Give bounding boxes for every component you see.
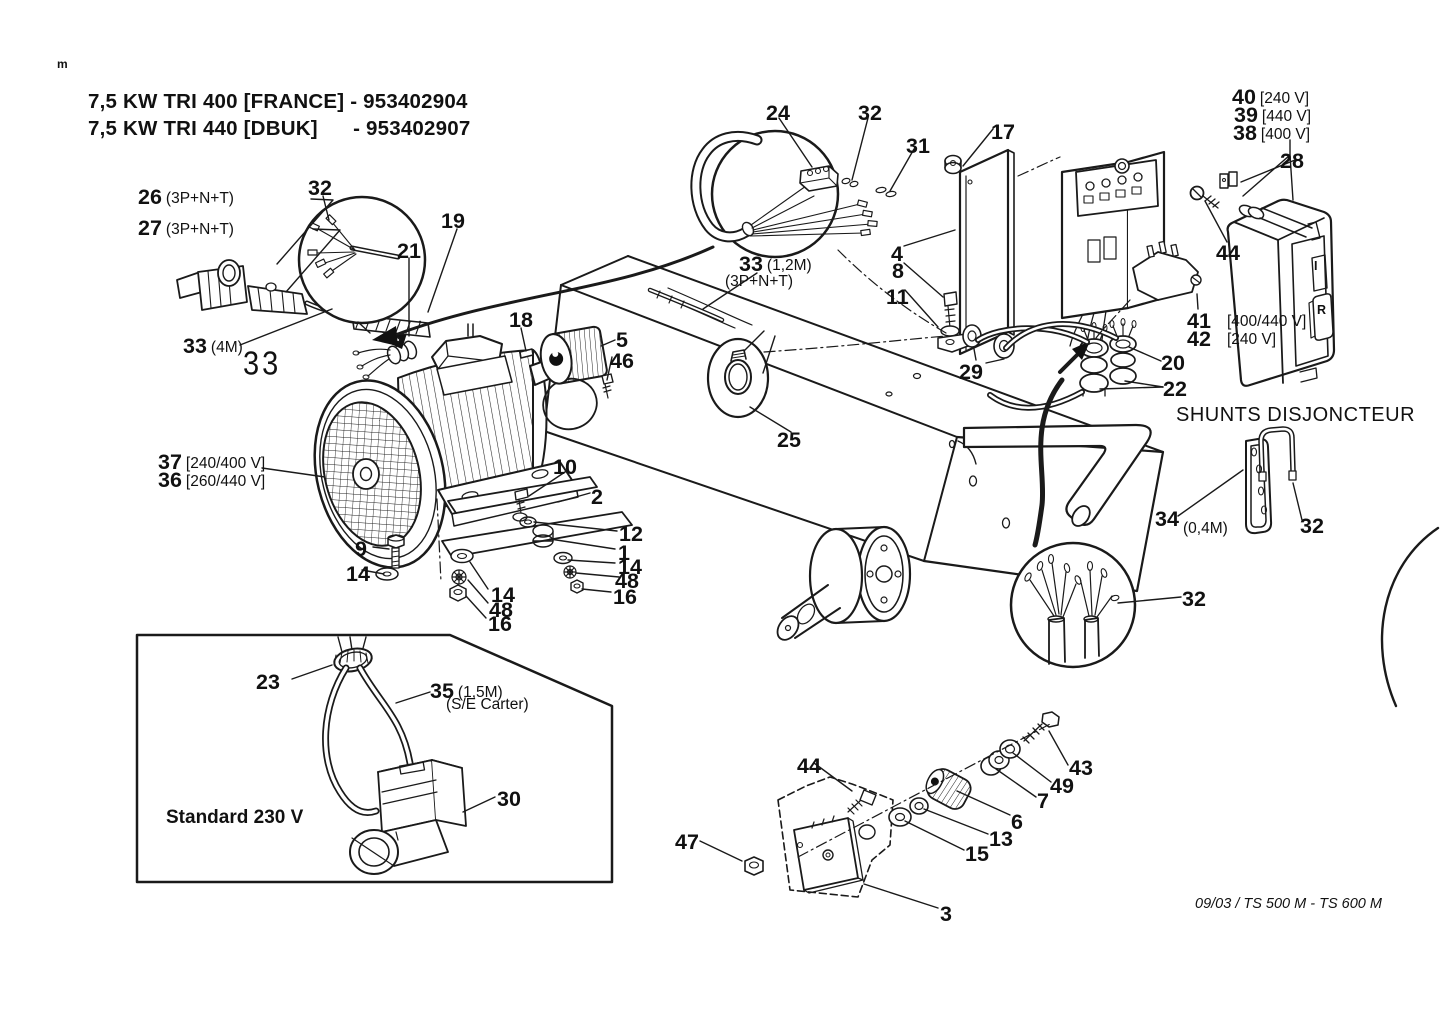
footer-09-03-ts-500-m-ts-600-m-70: 09/03 / TS 500 M - TS 600 M — [1195, 896, 1382, 912]
pulley — [539, 325, 614, 431]
cable-33-tank — [647, 287, 725, 323]
heading-shunts-disjoncteur-51: SHUNTS DISJONCTEUR — [1176, 404, 1416, 426]
callout-44-42: 44 — [1216, 241, 1240, 265]
callout-1-20: 1 — [618, 541, 630, 565]
callout-32-55: 32 — [1182, 587, 1206, 611]
callout-17-30: 17 — [991, 120, 1015, 144]
callout-14-16: 14 — [346, 562, 370, 586]
callout-39-39: 39[440 V] — [1234, 103, 1312, 127]
note-240-v-46: [240 V] — [1227, 331, 1277, 348]
callout-40-38: 40[240 V] — [1232, 85, 1310, 109]
callout-32-54: 32 — [1300, 514, 1324, 538]
callout-44-61: 44 — [797, 754, 821, 778]
thermal-relay — [1132, 240, 1202, 301]
caption-standard-230-v-60: Standard 230 V — [166, 807, 304, 828]
callout-36-14: 36[260/440 V] — [158, 468, 266, 492]
wheel-hub — [776, 525, 912, 641]
callout-37-13: 37[240/400 V] — [158, 450, 266, 474]
tank-handle — [962, 423, 1152, 527]
callout-9-15: 9 — [355, 537, 367, 561]
callout-48-22: 48 — [615, 569, 639, 593]
callout-28-41: 28 — [1280, 149, 1304, 173]
callout-25-36: 25 — [777, 428, 801, 452]
callout-6-65: 6 — [1011, 810, 1023, 834]
callout-20-49: 20 — [1161, 351, 1185, 375]
title-7-5-kw-tri-400-france-953402904-1: 7,5 KW TRI 400 [FRANCE] - 953402904 — [88, 90, 468, 113]
callout-29-37: 29 — [959, 360, 983, 384]
wire-detail-circle-bottom — [1009, 541, 1137, 669]
callout-7-64: 7 — [1037, 789, 1049, 813]
callout-16-26: 16 — [488, 612, 512, 636]
note-3p-n-t-35: (3P+N+T) — [725, 273, 794, 290]
callout-19-6: 19 — [441, 209, 465, 233]
callout-12-19: 12 — [619, 522, 643, 546]
breaker-box — [1226, 198, 1336, 387]
callout-3-69: 3 — [940, 902, 952, 926]
callout-46-10: 46 — [610, 349, 634, 373]
callout-33-11: 33(4M) — [183, 334, 243, 358]
switch-r-48: R — [1317, 303, 1327, 317]
wire-detail-circle-left — [297, 195, 427, 334]
drain-gland-exploded — [744, 711, 1060, 898]
mount-hardware — [375, 534, 474, 602]
clamp-detail-circle — [706, 330, 776, 419]
callout-22-50: 22 — [1163, 377, 1187, 401]
callout-13-66: 13 — [989, 827, 1013, 851]
callout-48-25: 48 — [489, 598, 513, 622]
callout-30-59: 30 — [497, 787, 521, 811]
callout-2-18: 2 — [591, 485, 603, 509]
callout-34-52: 34 — [1155, 507, 1179, 531]
callout-21-7: 21 — [397, 239, 421, 263]
callout-47-68: 47 — [675, 830, 699, 854]
callout-32-5: 32 — [308, 176, 332, 200]
callout-35-57: 35(1,5M) — [430, 679, 503, 703]
note-0-4m-53: (0,4M) — [1183, 520, 1228, 537]
callout-16-23: 16 — [613, 585, 637, 609]
callout-27-4: 27(3P+N+T) — [138, 216, 234, 240]
note-400-440-v-45: [400/440 V] — [1227, 313, 1307, 330]
callout-4-31: 4 — [891, 242, 903, 266]
note-s-e-carter-58: (S/E Carter) — [446, 696, 529, 713]
hand-33-12: 33 — [243, 345, 282, 383]
callout-49-63: 49 — [1050, 774, 1074, 798]
shunt-wires — [1245, 426, 1297, 535]
route-lines — [436, 156, 1131, 583]
callout-10-17: 10 — [553, 455, 577, 479]
leader-lines — [239, 117, 1303, 909]
callout-24-27: 24 — [766, 101, 790, 125]
callout-11-33: 11 — [886, 285, 909, 309]
screw-44-top — [1189, 185, 1220, 209]
title-7-5-kw-tri-440-dbuk-953402907-2: 7,5 KW TRI 440 [DBUK] - 953402907 — [88, 117, 471, 140]
callout-31-29: 31 — [906, 134, 930, 158]
mark-m-0: m — [57, 57, 68, 71]
wire-detail-circle-top — [690, 129, 897, 259]
callout-14-21: 14 — [618, 555, 642, 579]
switch-i-47: I — [1314, 259, 1318, 273]
clip-28 — [1219, 171, 1238, 189]
callout-8-32: 8 — [892, 259, 904, 283]
callout-14-24: 14 — [491, 583, 515, 607]
callout-41-43: 41 — [1187, 309, 1211, 333]
base-plates — [441, 476, 633, 594]
callout-33-34: 33(1,2M) — [739, 252, 812, 276]
cable-sweep-curve — [396, 245, 715, 336]
callout-42-44: 42 — [1187, 327, 1211, 351]
callout-23-56: 23 — [256, 670, 280, 694]
callout-43-62: 43 — [1069, 756, 1093, 780]
inset-box — [135, 633, 614, 884]
callout-15-67: 15 — [965, 842, 989, 866]
callout-38-40: 38[400 V] — [1233, 121, 1311, 145]
callout-18-8: 18 — [509, 308, 533, 332]
callout-32-28: 32 — [858, 101, 882, 125]
callout-5-9: 5 — [616, 328, 628, 352]
callout-26-3: 26(3P+N+T) — [138, 185, 234, 209]
